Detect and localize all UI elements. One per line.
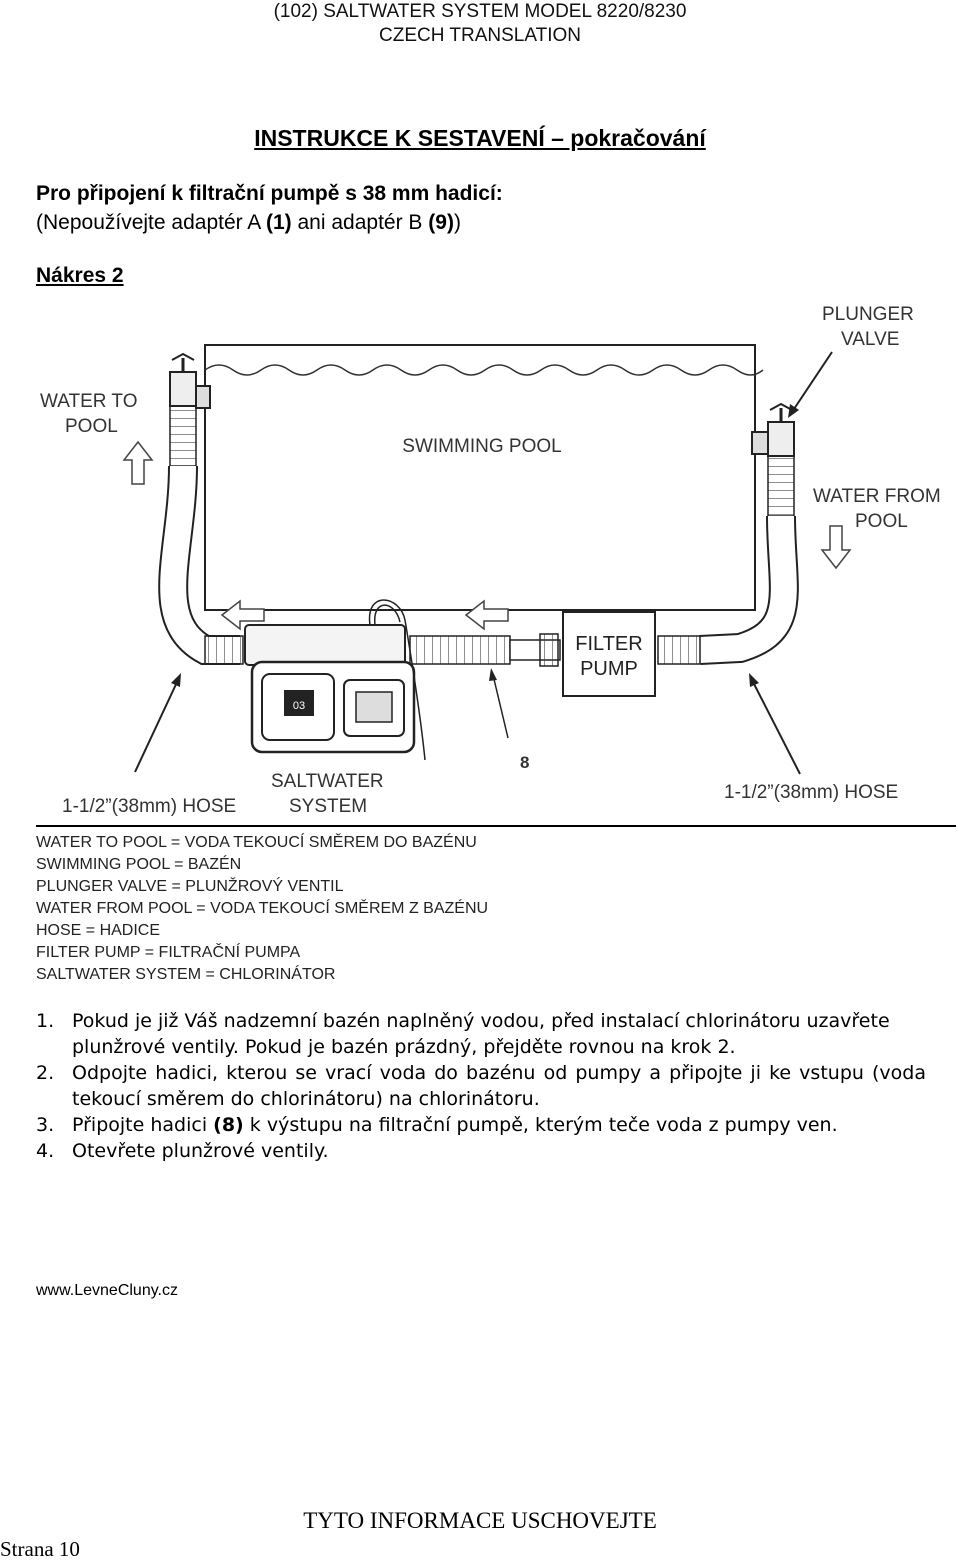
legend-item: HOSE = HADICE — [36, 922, 161, 939]
plunger-valve-label-2: VALVE — [841, 329, 899, 350]
step-number: 4. — [36, 1140, 55, 1162]
step-text-before: Připojte hadici — [72, 1114, 214, 1136]
flow-arrow-up-left — [122, 440, 154, 485]
filter-pump-box — [562, 611, 656, 697]
adapter-note: (Nepoužívejte adaptér A (1) ani adaptér … — [36, 211, 461, 235]
left-hose-label: 1-1/2”(38mm) HOSE — [62, 796, 236, 817]
website-link[interactable]: www.LevneCluny.cz — [36, 1282, 178, 1299]
footer-keep-info: TYTO INFORMACE USCHOVEJTE — [303, 1508, 657, 1533]
left-plunger-valve — [169, 352, 211, 409]
saltwater-system-label-2: SYSTEM — [289, 796, 367, 817]
flow-arrow-down-right — [820, 525, 852, 570]
adapter-a-ref: (1) — [266, 211, 292, 234]
instruction-step-4: 4. Otevřete plunžrové ventily. — [36, 1138, 926, 1164]
legend-item: FILTER PUMP = FILTRAČNÍ PUMPA — [36, 944, 301, 961]
instruction-step-2: 2. Odpojte hadici, kterou se vrací voda … — [36, 1060, 926, 1112]
legend-item: SWIMMING POOL = BAZÉN — [36, 856, 242, 873]
instruction-steps: 1. Pokud je již Váš nadzemní bazén napln… — [36, 1008, 926, 1164]
plunger-valve-pointer — [788, 351, 833, 418]
legend-item: SALTWATER SYSTEM = CHLORINÁTOR — [36, 966, 336, 983]
right-hose-label: 1-1/2”(38mm) HOSE — [724, 782, 898, 803]
instruction-step-1: 1. Pokud je již Váš nadzemní bazén napln… — [36, 1008, 926, 1060]
part-8-pointer — [489, 668, 509, 739]
step-text: Otevřete plunžrové ventily. — [72, 1140, 329, 1162]
part-number-label: 8 — [520, 753, 529, 772]
figure-label: Nákres 2 — [36, 264, 124, 287]
document-header-model: (102) SALTWATER SYSTEM MODEL 8220/8230 — [273, 1, 687, 22]
chlorinator-display-readout: 03 — [293, 700, 305, 712]
installation-diagram: SWIMMING POOL FILTER PUMP — [36, 304, 956, 827]
right-plunger-valve — [751, 402, 795, 457]
swimming-pool-label: SWIMMING POOL — [402, 436, 561, 457]
left-hose — [158, 405, 244, 665]
section-heading: Pro připojení k filtrační pumpě s 38 mm … — [36, 182, 503, 205]
adapter-b-ref: (9) — [428, 211, 454, 234]
saltwater-system-label-1: SALTWATER — [271, 771, 384, 792]
step-text: Pokud je již Váš nadzemní bazén naplněný… — [72, 1010, 890, 1058]
filter-pump-label-1: FILTER — [575, 633, 642, 655]
water-from-pool-label-2: POOL — [855, 511, 908, 532]
right-hose — [657, 455, 799, 665]
page-title: INSTRUKCE K SESTAVENÍ – pokračování — [254, 125, 706, 151]
step-part-ref: (8) — [213, 1114, 244, 1136]
right-hose-pointer — [749, 673, 801, 775]
chlorinator-unit: 03 — [244, 599, 426, 761]
document-header-translation: CZECH TRANSLATION — [379, 25, 581, 46]
step-text-after: k výstupu na filtrační pumpě, kterým teč… — [243, 1114, 838, 1136]
pump-outlet-hose — [409, 633, 561, 667]
flow-arrow-left-2 — [464, 599, 509, 631]
step-number: 3. — [36, 1114, 55, 1136]
page-number: Strana 10 — [0, 1537, 80, 1561]
water-to-pool-label-1: WATER TO — [40, 391, 137, 412]
plunger-valve-label-1: PLUNGER — [822, 304, 914, 325]
adapter-note-text-3: ) — [453, 211, 461, 234]
swimming-pool-shape — [204, 344, 764, 611]
step-number: 2. — [36, 1062, 55, 1084]
step-text: Odpojte hadici, kterou se vrací voda do … — [72, 1062, 926, 1110]
water-to-pool-label-2: POOL — [65, 416, 118, 437]
adapter-note-text-1: (Nepoužívejte adaptér A — [36, 211, 266, 234]
left-hose-pointer — [134, 673, 181, 773]
filter-pump-label-2: PUMP — [580, 658, 638, 680]
legend-item: WATER TO POOL = VODA TEKOUCÍ SMĚREM DO B… — [36, 834, 477, 851]
water-from-pool-label-1: WATER FROM — [813, 486, 941, 507]
adapter-note-text-2: ani adaptér B — [291, 211, 429, 234]
translation-legend: WATER TO POOL = VODA TEKOUCÍ SMĚREM DO B… — [36, 832, 488, 986]
instruction-step-3: 3. Připojte hadici (8) k výstupu na filt… — [36, 1112, 926, 1138]
legend-item: PLUNGER VALVE = PLUNŽROVÝ VENTIL — [36, 878, 344, 895]
flow-arrow-left-1 — [220, 599, 265, 631]
legend-item: WATER FROM POOL = VODA TEKOUCÍ SMĚREM Z … — [36, 900, 489, 917]
step-number: 1. — [36, 1010, 55, 1032]
